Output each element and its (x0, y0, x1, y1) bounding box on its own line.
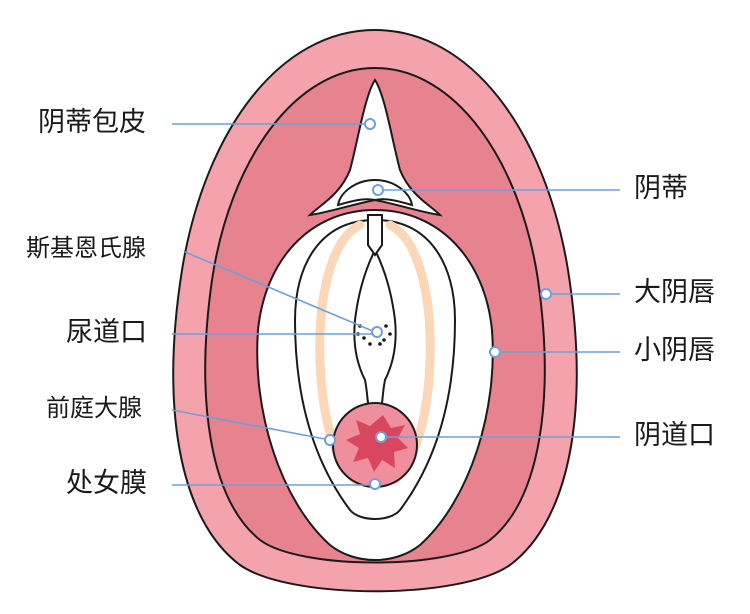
label-clitoris: 阴蒂 (634, 173, 688, 204)
leader-anchors (324, 118, 552, 490)
skene-gland-dot (388, 332, 392, 336)
skene-gland-dots (356, 324, 392, 346)
anchor-vaginal-opening (375, 431, 387, 443)
label-hymen: 处女膜 (66, 468, 147, 499)
skene-gland-dot (382, 338, 386, 342)
anchor-bartholin-gland (324, 434, 336, 446)
skene-gland-dot (368, 342, 372, 346)
anchor-hymen (369, 478, 381, 490)
vaginal-opening-shape (346, 415, 408, 472)
anchor-labia-minora (489, 346, 501, 358)
anchor-clitoris (372, 184, 384, 196)
label-urethral-opening: 尿道口 (66, 317, 147, 348)
label-labia-majora: 大阴唇 (634, 277, 715, 308)
leader-lines (171, 123, 620, 486)
skene-gland-dot (384, 324, 388, 328)
skene-gland-dot (362, 336, 366, 340)
leader-bartholin-gland (171, 409, 331, 441)
label-skene-gland: 斯基恩氏腺 (26, 234, 146, 262)
label-bartholin-gland: 前庭大腺 (46, 394, 142, 422)
anchor-labia-majora (540, 288, 552, 300)
skene-gland-dot (378, 342, 382, 346)
anchor-clitoral-hood (364, 118, 376, 130)
label-clitoral-hood: 阴蒂包皮 (38, 107, 146, 138)
anchor-skene-gland (371, 326, 383, 338)
leader-skene-gland (184, 251, 376, 333)
vestibule-slit (367, 214, 383, 257)
label-vaginal-opening: 阴道口 (634, 420, 715, 451)
label-labia-minora: 小阴唇 (634, 335, 715, 366)
